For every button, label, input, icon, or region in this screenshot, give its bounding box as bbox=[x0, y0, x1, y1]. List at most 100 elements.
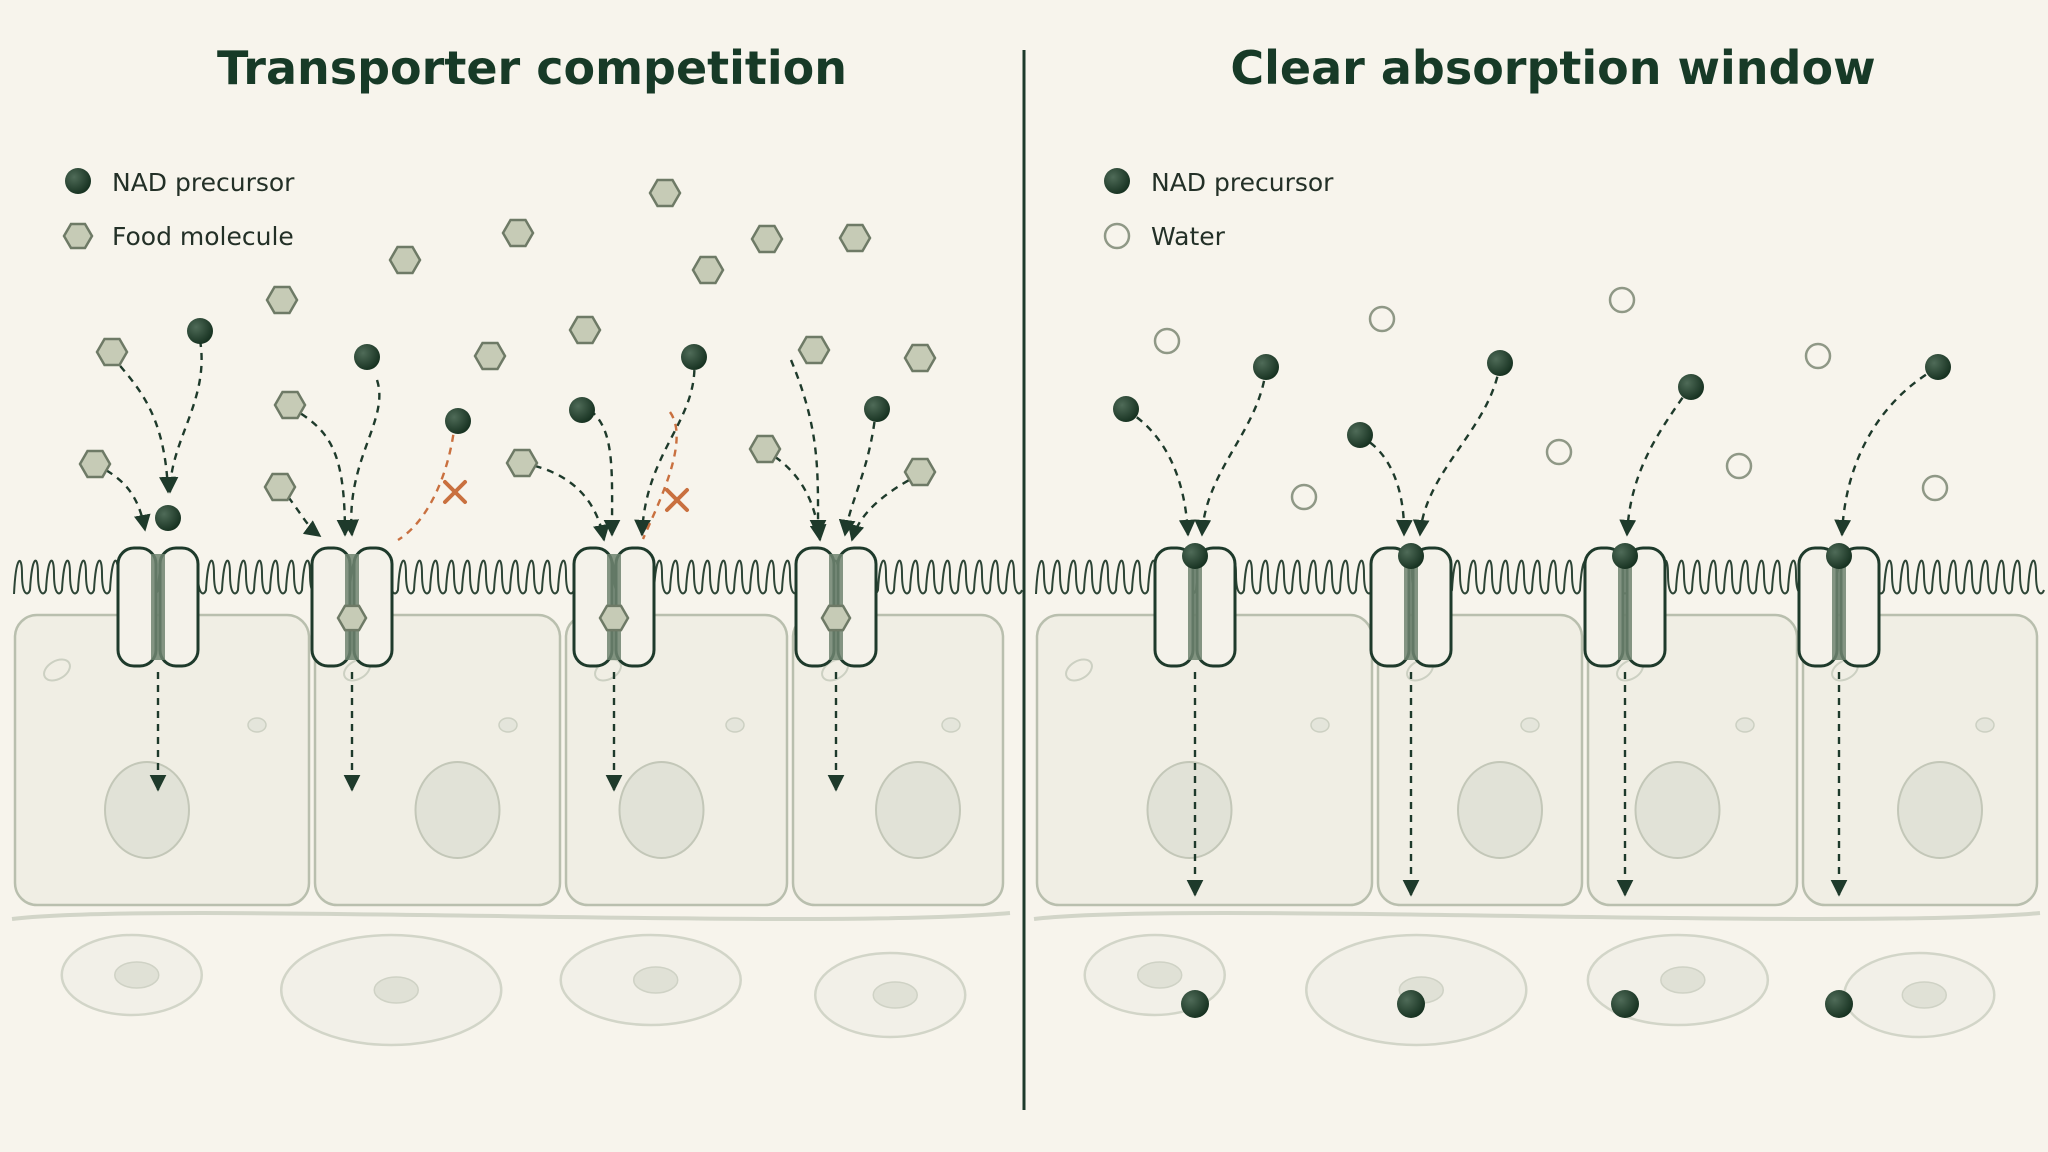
nad-precursor bbox=[864, 396, 890, 422]
blocked-x-icon bbox=[665, 488, 689, 512]
transporter-channel bbox=[1404, 554, 1418, 660]
blocked-approach-path bbox=[641, 411, 678, 540]
mitochondrion bbox=[1065, 658, 1093, 682]
transporter-channel bbox=[1832, 554, 1846, 660]
approach-arrow bbox=[1412, 363, 1502, 537]
approach-arrow bbox=[1194, 367, 1268, 537]
nad-precursor bbox=[569, 397, 595, 423]
blocking-food-molecule bbox=[820, 604, 852, 632]
water-icon bbox=[1103, 222, 1131, 250]
intracellular-arrows bbox=[149, 672, 1848, 897]
food-molecule bbox=[388, 245, 422, 275]
food-molecule bbox=[568, 315, 602, 345]
water-molecule bbox=[1153, 327, 1181, 355]
blocked-transporter bbox=[310, 546, 394, 668]
vesicle bbox=[247, 717, 267, 733]
food-molecule bbox=[263, 472, 297, 502]
legend-label-food: Food molecule bbox=[112, 222, 294, 251]
food-molecule bbox=[648, 178, 682, 208]
nad-precursor bbox=[155, 505, 181, 531]
vesicle bbox=[1310, 717, 1330, 733]
water-molecule bbox=[1921, 474, 1949, 502]
connective-tissue-nucleus bbox=[114, 961, 160, 989]
blocked-approach-path bbox=[397, 421, 457, 542]
legend-label-water: Water bbox=[1151, 222, 1226, 251]
nad-precursor bbox=[1398, 543, 1424, 569]
left-panel-title: Transporter competition bbox=[217, 41, 847, 95]
approach-arrow bbox=[161, 339, 203, 494]
open-transporter bbox=[1153, 546, 1237, 668]
nad-precursor bbox=[1678, 374, 1704, 400]
open-transporter bbox=[1369, 546, 1453, 668]
nad-precursor bbox=[1113, 396, 1139, 422]
nad-precursor bbox=[1182, 543, 1208, 569]
vesicle bbox=[1735, 717, 1755, 733]
food-molecule bbox=[95, 337, 129, 367]
basement-membrane bbox=[11, 911, 1011, 921]
nad-precursor bbox=[187, 318, 213, 344]
blocked-x-icon bbox=[443, 480, 467, 504]
open-transporter bbox=[1797, 546, 1881, 668]
approach-arrow bbox=[94, 462, 151, 532]
transporter-channel bbox=[1618, 554, 1632, 660]
water-molecule bbox=[1804, 342, 1832, 370]
transporters bbox=[116, 546, 1881, 668]
connective-tissue-nucleus bbox=[1901, 981, 1948, 1009]
food-molecule bbox=[473, 341, 507, 371]
food-molecule bbox=[750, 224, 784, 254]
nad-precursor bbox=[1612, 543, 1638, 569]
epithelial-cell bbox=[1801, 613, 2039, 907]
cell-nucleus bbox=[104, 761, 190, 859]
nad-precursor bbox=[1253, 354, 1279, 380]
cell-nucleus bbox=[1457, 761, 1543, 859]
food-molecule bbox=[78, 449, 112, 479]
open-transporter bbox=[1583, 546, 1667, 668]
connective-tissue bbox=[11, 911, 2041, 1047]
transporter-half bbox=[158, 546, 200, 668]
approach-arrow bbox=[279, 486, 322, 537]
transporter-channel bbox=[151, 554, 165, 660]
nad-precursor bbox=[445, 408, 471, 434]
nad-precursor bbox=[1181, 990, 1209, 1018]
vesicle bbox=[1520, 717, 1540, 733]
cell-nucleus bbox=[414, 761, 501, 859]
water-molecule bbox=[1725, 452, 1753, 480]
approach-arrow bbox=[634, 356, 696, 537]
cell-nucleus bbox=[1897, 761, 1983, 859]
connective-tissue-nucleus bbox=[373, 976, 419, 1004]
approach-arrow bbox=[763, 448, 827, 542]
nad-precursor bbox=[1487, 350, 1513, 376]
cell-nucleus bbox=[875, 761, 961, 859]
legend-label-nad: NAD precursor bbox=[1151, 168, 1334, 197]
food-molecule bbox=[501, 218, 535, 248]
basement-membrane bbox=[1033, 911, 2041, 921]
blocked-transporter bbox=[572, 546, 656, 668]
nad-precursor bbox=[1347, 422, 1373, 448]
approach-arrow bbox=[1358, 434, 1413, 537]
food-molecule bbox=[797, 335, 831, 365]
approach-arrow bbox=[342, 379, 381, 537]
epithelial-cell bbox=[564, 613, 789, 907]
food-molecule bbox=[903, 457, 937, 487]
cell-nucleus bbox=[1146, 761, 1233, 859]
legend-label-nad: NAD precursor bbox=[112, 168, 295, 197]
water-molecule bbox=[1545, 438, 1573, 466]
food-molecule bbox=[691, 255, 725, 285]
blocked-transporter bbox=[794, 546, 878, 668]
nad-precursor-icon bbox=[1104, 168, 1130, 194]
approach-arrow bbox=[789, 359, 827, 537]
transporter-half bbox=[116, 546, 158, 668]
food-molecule bbox=[265, 285, 299, 315]
blocking-food-molecule bbox=[598, 604, 630, 632]
food-molecule bbox=[748, 434, 782, 464]
transporter-channel bbox=[1188, 554, 1202, 660]
approach-arrow bbox=[289, 405, 354, 537]
connective-tissue-nucleus bbox=[872, 981, 918, 1009]
vesicle bbox=[498, 717, 518, 733]
food-molecule bbox=[903, 343, 937, 373]
approach-paths bbox=[94, 339, 1938, 542]
approach-arrow bbox=[521, 461, 610, 542]
approach-arrow bbox=[589, 409, 621, 537]
nad-precursor bbox=[681, 344, 707, 370]
